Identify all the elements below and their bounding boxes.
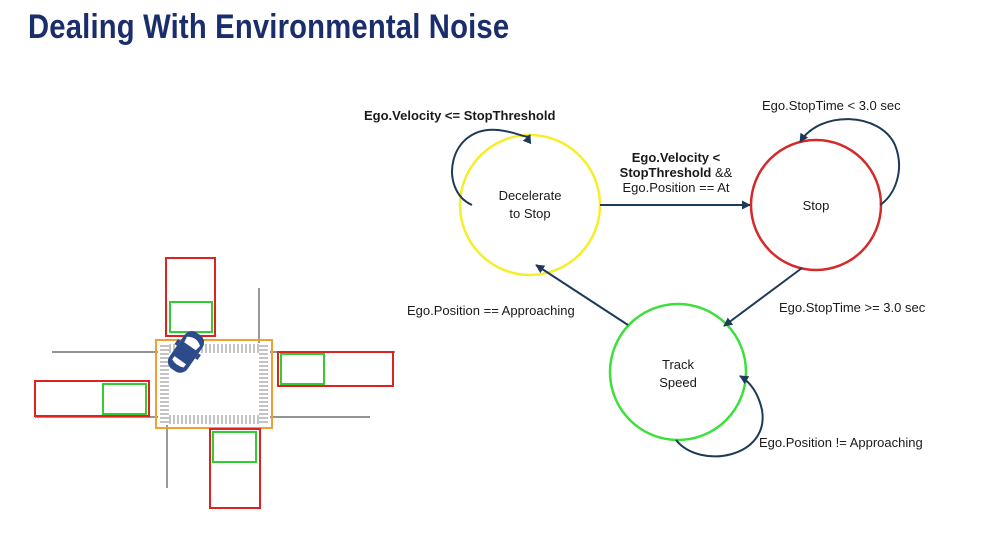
edge-track-self [675, 375, 764, 458]
label-track-to-decel: Ego.Position == Approaching [407, 303, 575, 318]
label-stop-self: Ego.StopTime < 3.0 sec [762, 98, 901, 113]
edge-track-to-decel [535, 264, 629, 326]
label-decel-to-stop-3: Ego.Position == At [623, 180, 730, 195]
detect-box-south [212, 431, 257, 463]
state-decelerate-circle [458, 133, 602, 277]
lane-box-east [277, 351, 394, 387]
label-decel-to-stop-2-bold: StopThreshold [620, 165, 712, 180]
slide-title: Dealing With Environmental Noise [28, 8, 510, 46]
edge-stop-self [799, 118, 900, 206]
state-track-circle [608, 302, 748, 442]
lane-box-north [165, 257, 216, 337]
state-track-label-2: Speed [659, 375, 697, 390]
state-track-label-1: Track [662, 357, 695, 372]
detect-box-east [280, 353, 325, 385]
edge-stop-to-track [723, 267, 803, 327]
edge-decel-self [451, 128, 532, 206]
label-decel-to-stop-2: StopThreshold && [620, 165, 733, 180]
state-machine: Decelerate to Stop Stop Track Speed Ego.… [364, 98, 926, 458]
label-decel-to-stop-1: Ego.Velocity < [632, 150, 721, 165]
state-decelerate-label-2: to Stop [509, 206, 550, 221]
lane-box-south [209, 428, 261, 509]
detect-box-north [169, 301, 213, 333]
state-stop-label: Stop [803, 198, 830, 213]
label-track-self: Ego.Position != Approaching [759, 435, 923, 450]
label-decel-to-stop-2-rest: && [711, 165, 732, 180]
crosswalks [160, 344, 268, 424]
lane-box-west [34, 380, 150, 417]
state-decelerate-label-1: Decelerate [499, 188, 562, 203]
intersection-illustration [34, 257, 395, 509]
label-stop-to-track: Ego.StopTime >= 3.0 sec [779, 300, 926, 315]
ego-car-icon [167, 331, 205, 373]
detect-box-west [102, 383, 147, 415]
label-decel-self: Ego.Velocity <= StopThreshold [364, 108, 555, 123]
